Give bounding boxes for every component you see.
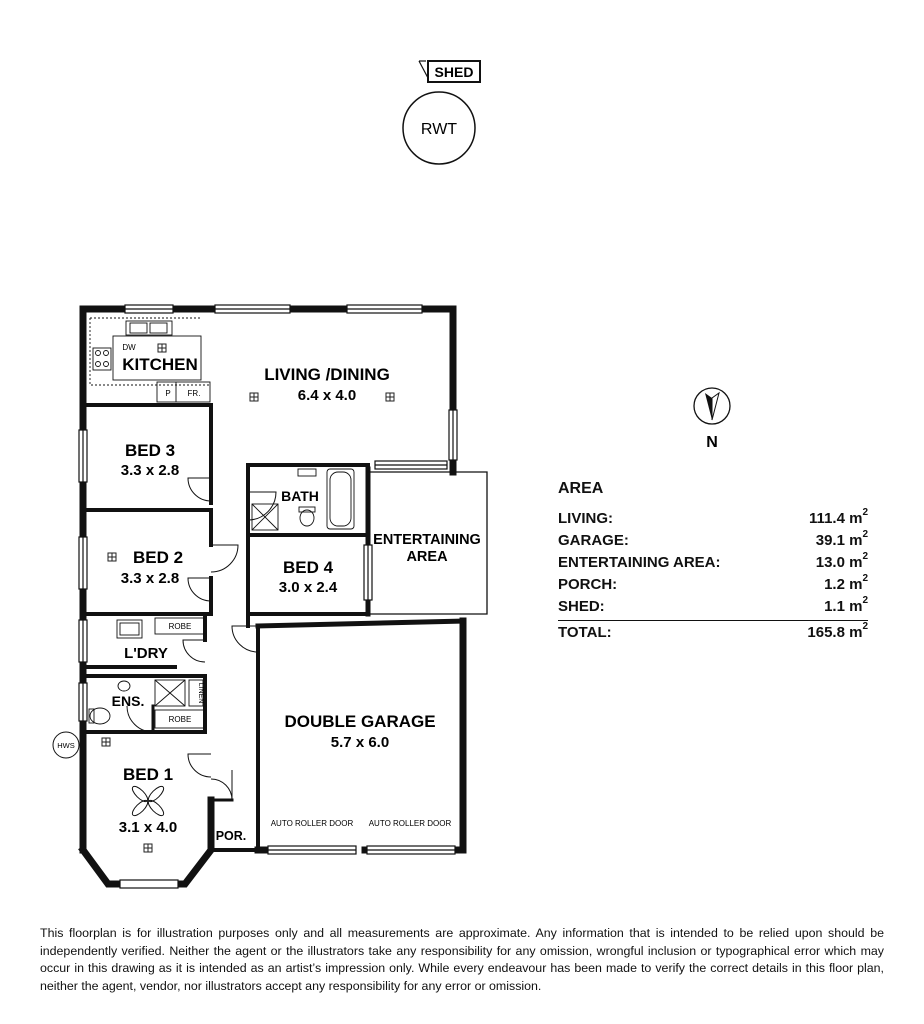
ensuite-linen-label: LINEN [197,683,204,704]
rwt-label: RWT [421,121,457,138]
area-row-label: LIVING: [558,510,613,527]
garage-size: 5.7 x 6.0 [331,734,389,751]
bed4-label: BED 4 [283,558,334,577]
area-row-value: 1.1 m2 [824,595,868,615]
living-label: LIVING /DINING [264,365,390,384]
laundry-label: L'DRY [124,645,168,662]
kitchen-pantry-label: P [165,389,170,398]
entertaining-label-2: AREA [406,549,448,565]
area-row-value: 111.4 m2 [809,507,868,527]
bed1-size: 3.1 x 4.0 [119,819,177,836]
wet-area-fixtures [88,617,206,729]
bath-fixtures [251,468,355,531]
kitchen-label: KITCHEN [122,355,198,374]
living-size: 6.4 x 4.0 [298,387,356,404]
kitchen-dw-label: DW [122,343,136,352]
bed3-size: 3.3 x 2.8 [121,462,179,479]
hws-label: HWS [57,741,75,750]
ensuite-label: ENS. [112,693,145,709]
porch-label: POR. [216,829,247,843]
area-row-label: ENTERTAINING AREA: [558,554,721,571]
bed1-label: BED 1 [123,765,173,784]
shed: SHED [418,60,481,83]
bed2-label: BED 2 [133,548,183,567]
area-row-living: LIVING: 111.4 m2 [558,507,868,530]
area-row-shed: SHED: 1.1 m2 [558,595,868,618]
area-row-label: PORCH: [558,576,618,593]
bed3-label: BED 3 [125,441,175,460]
entertaining-label-1: ENTERTAINING [373,532,481,548]
ceiling-fan-icon [131,785,165,817]
area-title: AREA [558,480,604,497]
area-row-value: 13.0 m2 [815,551,868,571]
area-row-label: SHED: [558,598,605,615]
area-row-value: 1.2 m2 [824,573,868,593]
north-arrow-icon: N [693,387,731,451]
hws: HWS [52,731,80,759]
laundry-robe-label: ROBE [169,622,192,631]
windows [78,304,458,889]
shed-label: SHED [435,64,474,80]
kitchen-fridge-label: FR. [188,389,201,398]
area-row-value: 39.1 m2 [815,529,868,549]
disclaimer-text: This floorplan is for illustration purpo… [40,926,884,993]
kitchen-fixtures [89,317,211,403]
ensuite-robe-label: ROBE [169,715,192,724]
area-row-porch: PORCH: 1.2 m2 [558,573,868,596]
bath-label: BATH [281,488,319,504]
area-total-label: TOTAL: [558,624,612,641]
total-divider [558,620,868,621]
bed2-size: 3.3 x 2.8 [121,570,179,587]
garage-label: DOUBLE GARAGE [284,712,435,731]
area-total-value: 165.8 m2 [807,621,868,641]
garage-door-1-label: AUTO ROLLER DOOR [271,819,354,828]
area-row-label: GARAGE: [558,532,629,549]
walls [78,305,488,888]
area-row-garage: GARAGE: 39.1 m2 [558,529,868,552]
north-label: N [706,434,718,451]
garage-door-2-label: AUTO ROLLER DOOR [369,819,452,828]
doors [126,477,277,801]
bed4-size: 3.0 x 2.4 [279,579,338,596]
area-row-entertaining: ENTERTAINING AREA: 13.0 m2 [558,551,868,574]
area-row-total: TOTAL: 165.8 m2 [558,621,868,644]
rainwater-tank: RWT [402,91,476,165]
